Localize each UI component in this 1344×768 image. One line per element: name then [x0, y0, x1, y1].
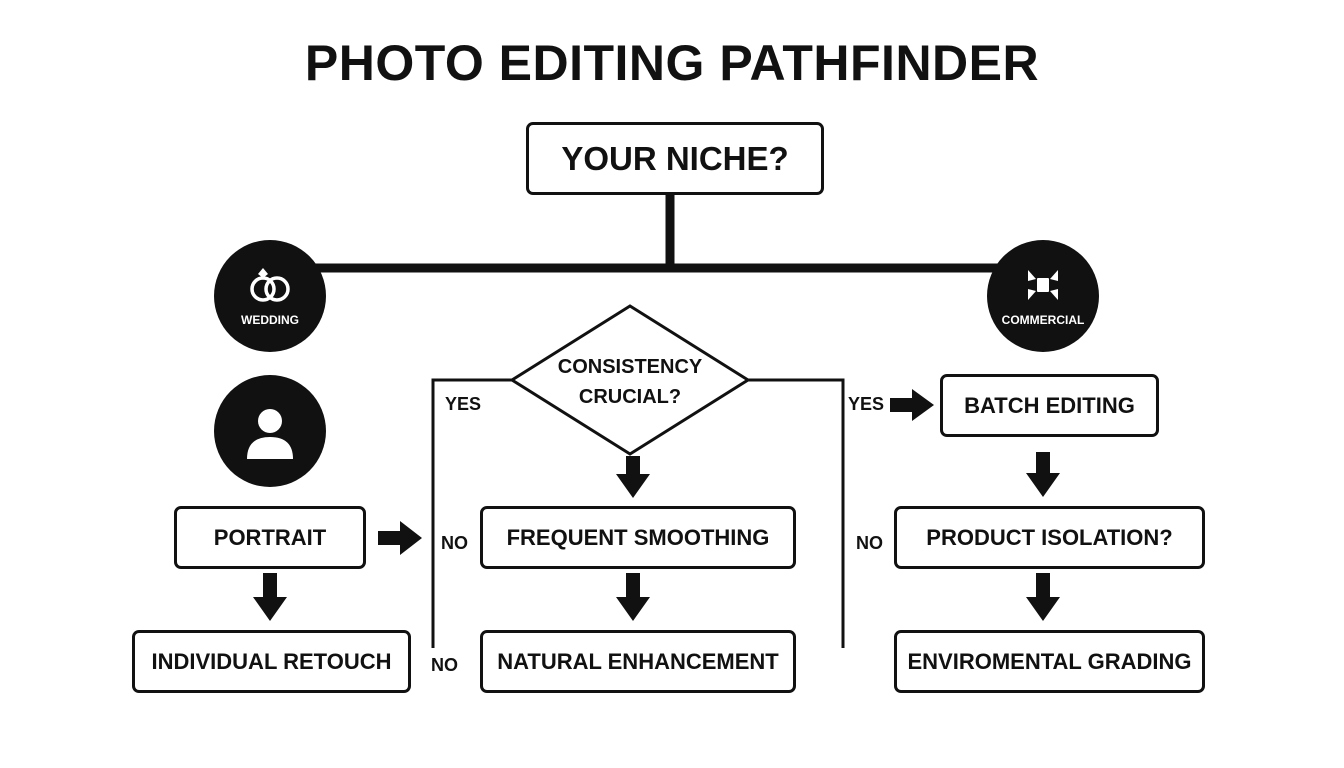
arrow-diamond-down	[616, 456, 650, 498]
wedding-node: WEDDING	[214, 240, 326, 352]
rings-icon	[250, 268, 290, 302]
decision-diamond	[509, 304, 751, 456]
arrow-portrait-down	[253, 573, 287, 621]
enviromental-grading-box: ENVIROMENTAL GRADING	[894, 630, 1205, 693]
root-question: YOUR NICHE?	[526, 122, 824, 195]
commercial-node: COMMERCIAL	[987, 240, 1099, 352]
studio-light-icon	[1028, 270, 1058, 300]
natural-enhancement-box: NATURAL ENHANCEMENT	[480, 630, 796, 693]
no-label-smoothing: NO	[441, 533, 468, 553]
portrait-node	[214, 375, 326, 487]
portrait-box: PORTRAIT	[174, 506, 366, 569]
arrow-yes-right	[890, 389, 934, 421]
yes-label-left: YES	[445, 394, 482, 414]
arrow-isolation-down	[1026, 573, 1060, 621]
person-icon	[247, 409, 293, 459]
individual-retouch-box: INDIVIDUAL RETOUCH	[132, 630, 411, 693]
wedding-label: WEDDING	[241, 313, 299, 327]
yes-label-right: YES	[848, 394, 885, 414]
batch-editing-box: BATCH EDITING	[940, 374, 1159, 437]
arrow-smoothing-down	[616, 573, 650, 621]
decision-text: CONSISTENCY CRUCIAL?	[512, 352, 748, 412]
yes-left-wire	[431, 378, 512, 648]
decision-line-1: CONSISTENCY	[557, 356, 703, 378]
no-label-natural: NO	[431, 655, 458, 675]
product-isolation-box: PRODUCT ISOLATION?	[894, 506, 1205, 569]
page-title: PHOTO EDITING PATHFINDER	[304, 35, 1040, 91]
commercial-label: COMMERCIAL	[1001, 313, 1085, 327]
no-label-isolation: NO	[856, 533, 883, 553]
arrow-portrait-right	[378, 521, 422, 555]
decision-line-2: CRUCIAL?	[578, 386, 682, 408]
frequent-smoothing-box: FREQUENT SMOOTHING	[480, 506, 796, 569]
arrow-batch-down	[1026, 452, 1060, 497]
yes-right-wire	[748, 378, 845, 648]
